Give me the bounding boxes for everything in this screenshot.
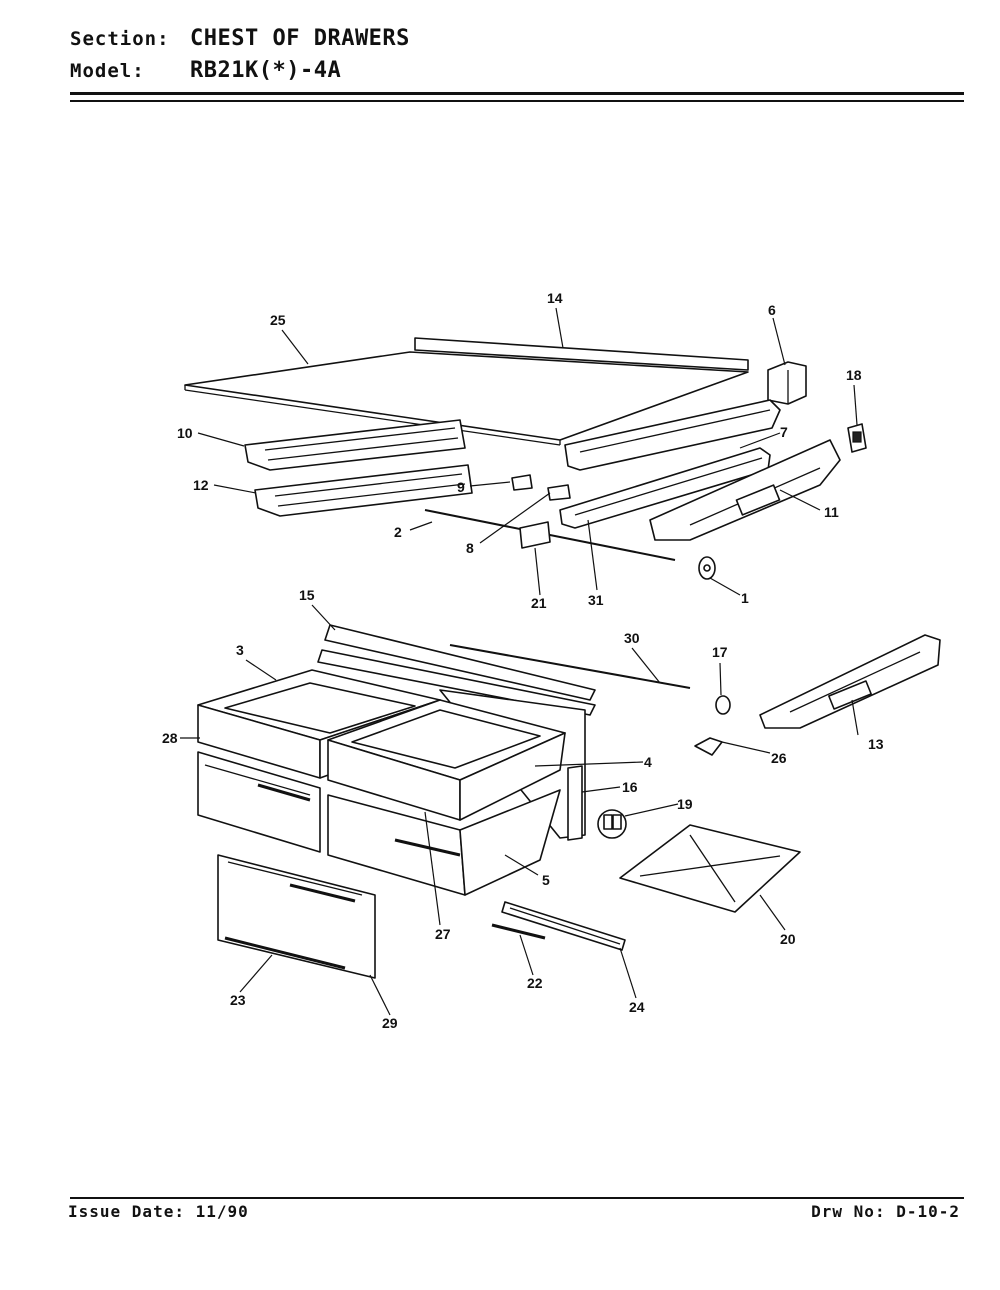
callout-17: 17 [712,644,728,660]
callout-18: 18 [846,367,862,383]
part-clip-small [547,484,571,501]
part-knob-lower [715,695,731,715]
callout-10: 10 [177,425,193,441]
part-support-block [519,521,551,549]
drawing-number: Drw No: D-10-2 [811,1202,960,1221]
part-left-rail-upper [244,419,466,471]
model-label: Model: [70,60,145,82]
part-drawer-slide [501,901,626,951]
part-left-lower-drawer [197,751,321,853]
callout-16: 16 [622,779,638,795]
model-row: Model: RB21K(*)-4A [70,58,341,83]
callout-26: 26 [771,750,787,766]
part-latch [694,737,723,756]
callout-7: 7 [780,424,788,440]
part-left-rail-lower [254,464,473,517]
callout-12: 12 [193,477,209,493]
issue-date: Issue Date: 11/90 [68,1202,249,1221]
callout-22: 22 [527,975,543,991]
part-glass-shelf [184,351,749,446]
callout-15: 15 [299,587,315,603]
callout-2: 2 [394,524,402,540]
callout-1: 1 [741,590,749,606]
part-knob [698,556,716,580]
callout-30: 30 [624,630,640,646]
model-value: RB21K(*)-4A [190,58,342,83]
part-side-bracket [567,765,583,841]
part-shelf-trim [414,337,749,371]
callout-19: 19 [677,796,693,812]
callout-9: 9 [457,479,465,495]
callout-6: 6 [768,302,776,318]
part-right-bracket-lower [759,634,941,729]
callout-labels: 25 14 6 18 10 7 12 9 8 11 2 21 31 1 15 3… [162,290,884,1031]
callout-24: 24 [629,999,645,1015]
callout-27: 27 [435,926,451,942]
part-cover-trim [317,624,596,716]
footer-rule [70,1197,964,1199]
part-clip-lower [597,809,627,839]
section-row: Section: CHEST OF DRAWERS [70,26,410,51]
leader-lines [180,307,859,1016]
part-right-rail-upper [564,399,781,471]
callout-14: 14 [547,290,563,306]
callout-11: 11 [824,504,839,520]
part-crisper-pan [327,789,561,896]
header-rule-top [70,92,964,95]
part-slide-strip [491,923,546,940]
section-label: Section: [70,28,170,50]
callout-29: 29 [382,1015,398,1031]
callout-28: 28 [162,730,178,746]
part-clip [511,474,533,491]
callout-25: 25 [270,312,286,328]
part-trim-strip [224,936,346,970]
callout-13: 13 [868,736,884,752]
callout-3: 3 [236,642,244,658]
callout-4: 4 [644,754,652,770]
part-end-cap-right [767,361,807,405]
part-right-drawer [327,699,566,821]
part-right-bracket-upper [649,439,841,541]
section-value: CHEST OF DRAWERS [190,26,410,51]
callout-21: 21 [531,595,547,611]
callout-8: 8 [466,540,474,556]
part-small-block [847,423,867,453]
part-drawer-frame [619,824,801,913]
header-rule-bottom [70,100,964,102]
part-rear-rod [449,644,691,689]
callout-31: 31 [588,592,604,608]
callout-20: 20 [780,931,796,947]
callout-5: 5 [542,872,550,888]
callout-23: 23 [230,992,246,1008]
